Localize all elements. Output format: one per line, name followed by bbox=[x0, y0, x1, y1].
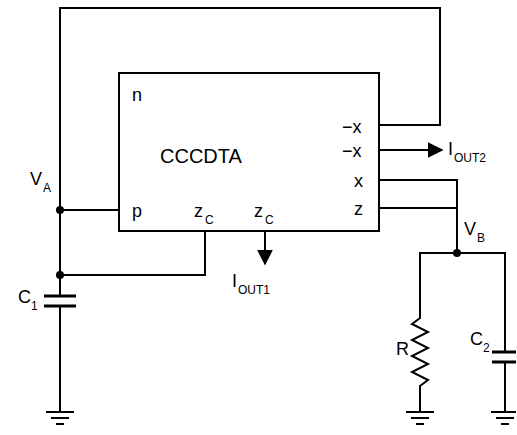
iout1-wire bbox=[264, 232, 266, 264]
current-label: I bbox=[232, 272, 237, 290]
p-wire bbox=[60, 209, 118, 211]
capacitor-symbol bbox=[492, 352, 516, 362]
ground-symbol bbox=[46, 412, 74, 424]
pin-name: p bbox=[132, 202, 142, 220]
junction-dot bbox=[453, 249, 461, 257]
capacitor-label: C bbox=[18, 288, 31, 306]
current-label-subscript: OUT2 bbox=[454, 152, 486, 164]
junction-dot bbox=[56, 206, 64, 214]
capacitor-label: C bbox=[470, 330, 483, 348]
node-voltage: V bbox=[464, 220, 476, 238]
pin-name: z bbox=[254, 202, 263, 220]
zc-wire bbox=[60, 232, 205, 275]
active-block: CCCDTAnpzCzC−x−xxz bbox=[118, 72, 380, 232]
capacitor-subscript: 1 bbox=[31, 300, 38, 312]
pin-name: −x bbox=[342, 142, 362, 160]
c2-wire bbox=[457, 253, 505, 412]
iout2-wire bbox=[380, 149, 442, 151]
current-label: I bbox=[448, 140, 453, 158]
capacitor-subscript: 2 bbox=[483, 342, 490, 354]
pin-name: z bbox=[194, 202, 203, 220]
r-wire bbox=[412, 253, 457, 412]
current-label-subscript: OUT1 bbox=[238, 284, 270, 296]
pin-name: −x bbox=[342, 118, 362, 136]
pin-subscript: C bbox=[205, 214, 214, 226]
pin-name: n bbox=[132, 86, 142, 104]
c1-ground-wire bbox=[59, 306, 61, 412]
resistor-label: R bbox=[396, 340, 409, 358]
ground-symbol bbox=[491, 412, 516, 424]
c1-wire bbox=[59, 210, 61, 296]
node-voltage-subscript: A bbox=[43, 182, 51, 194]
z-wire bbox=[380, 207, 457, 209]
block-name: CCCDTA bbox=[160, 146, 242, 166]
pin-name: x bbox=[354, 172, 363, 190]
node-voltage: V bbox=[30, 170, 42, 188]
x-wire bbox=[380, 180, 457, 253]
pin-name: z bbox=[354, 200, 363, 218]
junction-dot bbox=[56, 271, 64, 279]
pin-subscript: C bbox=[265, 214, 274, 226]
node-voltage-subscript: B bbox=[477, 232, 485, 244]
capacitor-symbol bbox=[44, 296, 76, 306]
ground-symbol bbox=[406, 412, 434, 424]
